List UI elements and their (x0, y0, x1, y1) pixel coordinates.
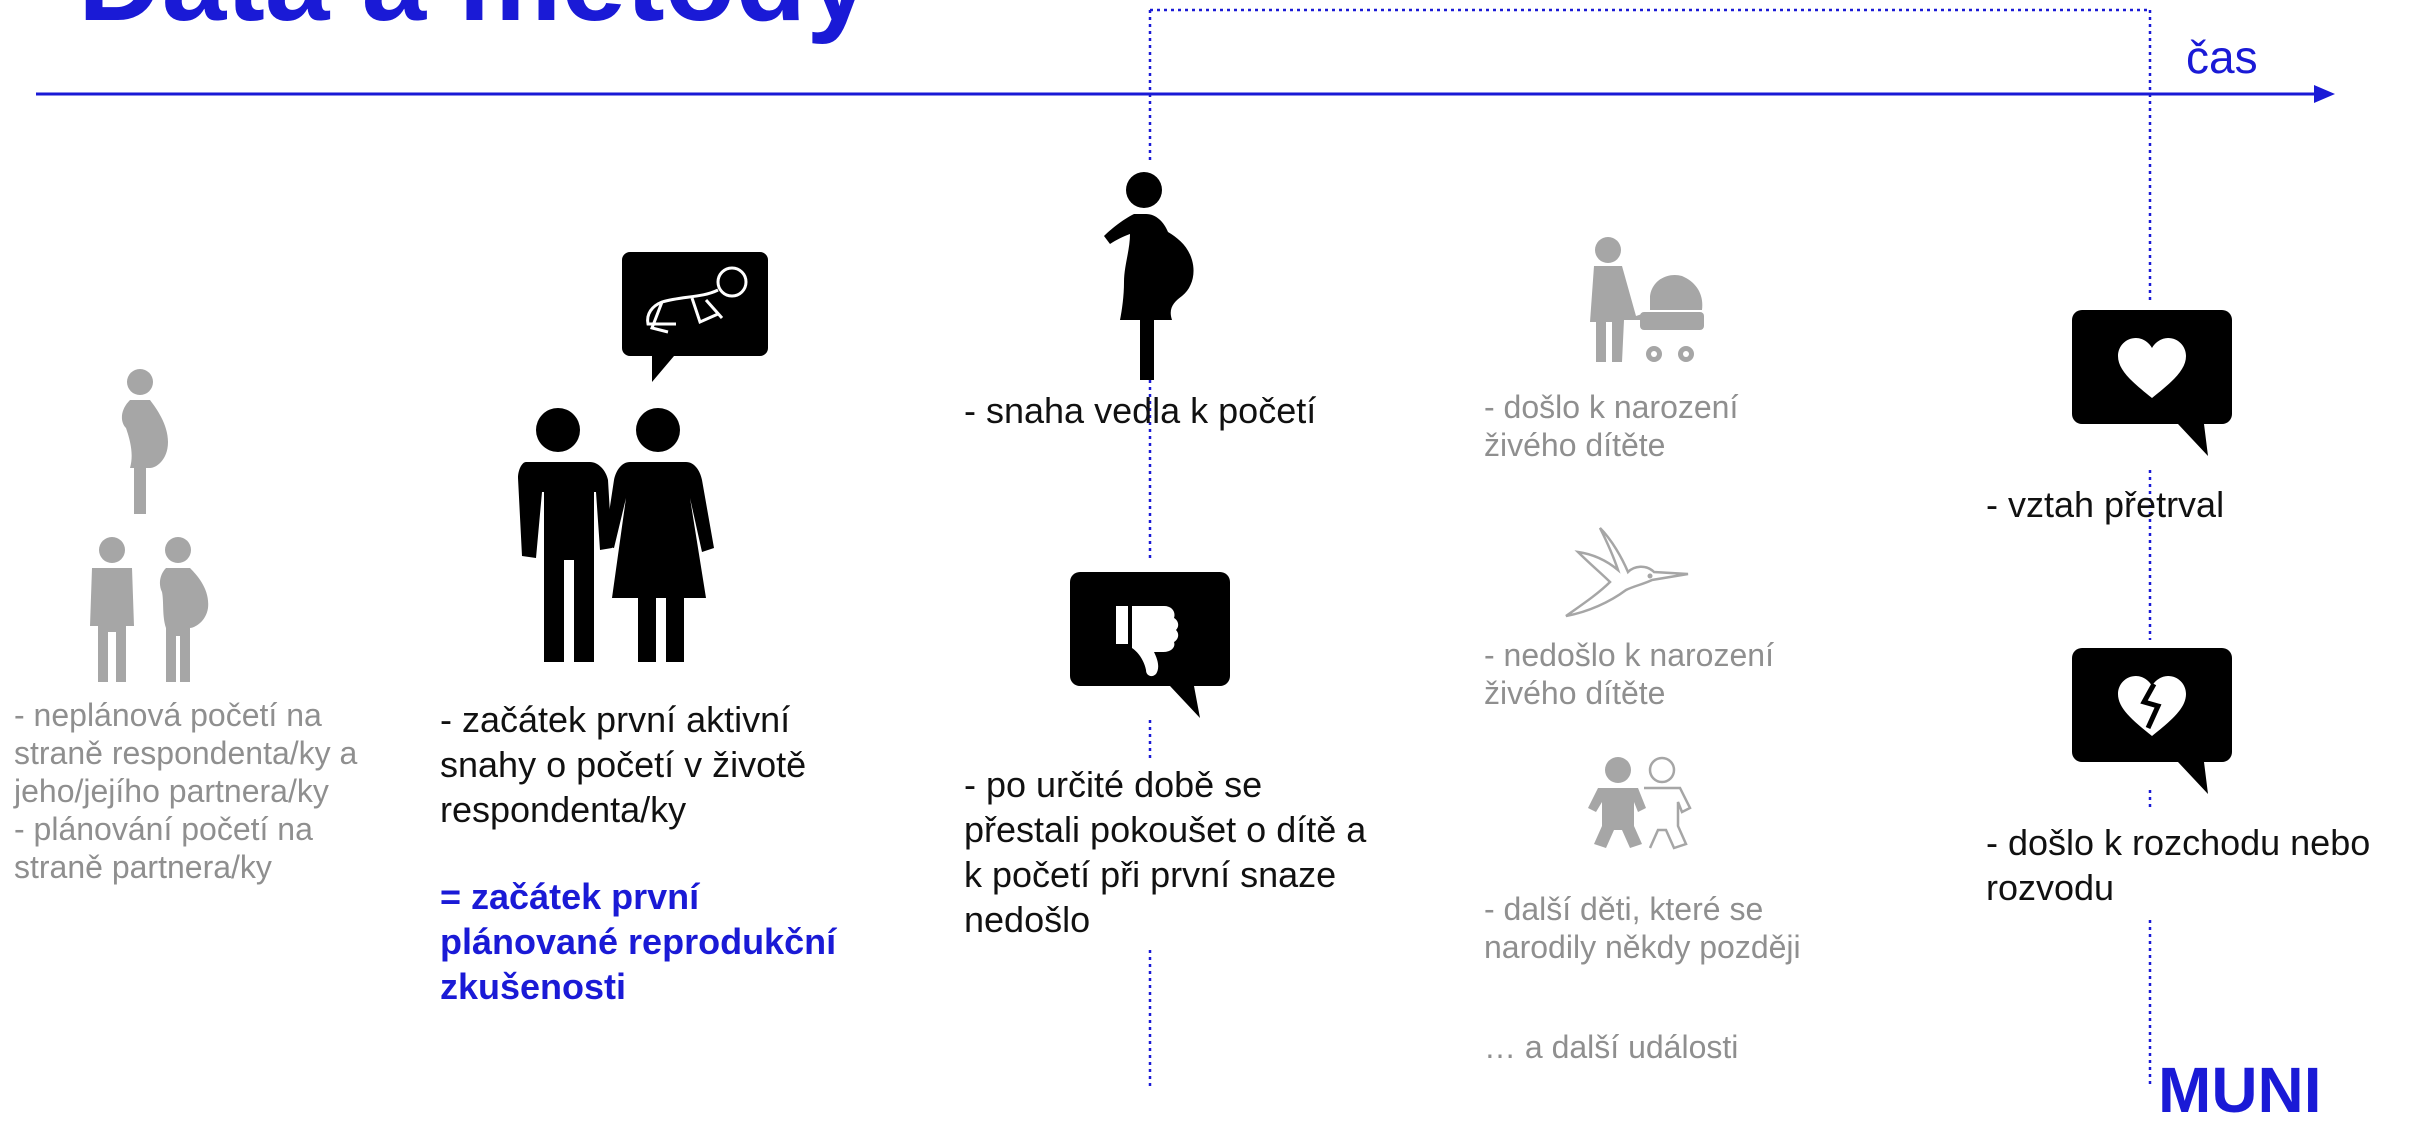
conception-success-text: - snaha vedla k početí (964, 390, 1317, 431)
stage-unplanned-line: straně respondenta/ky a (14, 735, 358, 771)
breakup-line: - došlo k rozchodu nebo (1986, 822, 2371, 863)
stage-start-highlight: = začátek první plánované reprodukční zk… (440, 874, 860, 1009)
failure-line: - po určité době se (964, 764, 1263, 805)
more-children-line: - další děti, které se (1484, 891, 1764, 927)
other-events-text: … a další události (1484, 1029, 1739, 1065)
highlight-line: plánované reprodukční (440, 921, 837, 962)
live-birth-line: živého dítěte (1484, 427, 1666, 463)
heart-icon (2072, 310, 2232, 456)
timeline-svg (36, 8, 2335, 1088)
live-birth-line: - došlo k narození (1484, 389, 1739, 425)
hummingbird-icon (1565, 527, 1689, 618)
broken-heart-icon (2072, 648, 2232, 794)
no-live-birth-line: - nedošlo k narození (1484, 637, 1774, 673)
stroller-icon (1590, 237, 1704, 362)
baby-crawling-icon (622, 252, 768, 382)
children-icon (1588, 756, 1692, 850)
stage-start-line: - začátek první aktivní (440, 699, 791, 740)
stage-unplanned-line: - neplánová početí na (14, 697, 322, 733)
breakup-line: rozvodu (1986, 867, 2115, 908)
stage-unplanned-line: - plánování početí na (14, 811, 313, 847)
muni-logo-text: MUNI (2158, 1054, 2322, 1126)
stage-unplanned-line: jeho/jejího partnera/ky (14, 773, 329, 809)
relationship-lasted-text: - vztah přetrval (1986, 484, 2225, 525)
highlight-line: zkušenosti (440, 966, 627, 1007)
observation-window-frame (1148, 8, 2152, 1088)
couple-icon (518, 408, 714, 662)
thumbs-down-icon (1070, 572, 1230, 718)
breakup-text: - došlo k rozchodu nebo rozvodu (1986, 820, 2406, 910)
no-live-birth-line: živého dítěte (1484, 675, 1666, 711)
pregnant-woman-icon (121, 369, 168, 514)
stage-unplanned-text: - neplánová početí na straně respondenta… (14, 696, 394, 886)
pregnant-woman-icon (1104, 172, 1194, 380)
no-live-birth-text: - nedošlo k narození živého dítěte (1484, 636, 1844, 712)
gray-couple-icon (90, 537, 209, 682)
conception-failure-text: - po určité době se přestali pokoušet o … (964, 762, 1404, 942)
more-children-text: - další děti, které se narodily někdy po… (1484, 890, 1844, 966)
failure-line: přestali pokoušet o dítě a (964, 809, 1367, 850)
time-axis-label: čas (2186, 31, 2258, 83)
failure-line: k početí při první snaze (964, 854, 1337, 895)
stage-start-line: respondenta/ky (440, 789, 687, 830)
stage-unplanned-line: straně partnera/ky (14, 849, 272, 885)
more-children-line: narodily někdy později (1484, 929, 1801, 965)
stage-start-line: snahy o početí v životě (440, 744, 807, 785)
page-title: Data a metody (78, 0, 871, 38)
time-axis-arrowhead (2314, 85, 2335, 103)
stage-start-text: - začátek první aktivní snahy o početí v… (440, 697, 860, 832)
live-birth-text: - došlo k narození živého dítěte (1484, 388, 1844, 464)
highlight-line: = začátek první (440, 876, 700, 917)
failure-line: nedošlo (964, 899, 1091, 940)
